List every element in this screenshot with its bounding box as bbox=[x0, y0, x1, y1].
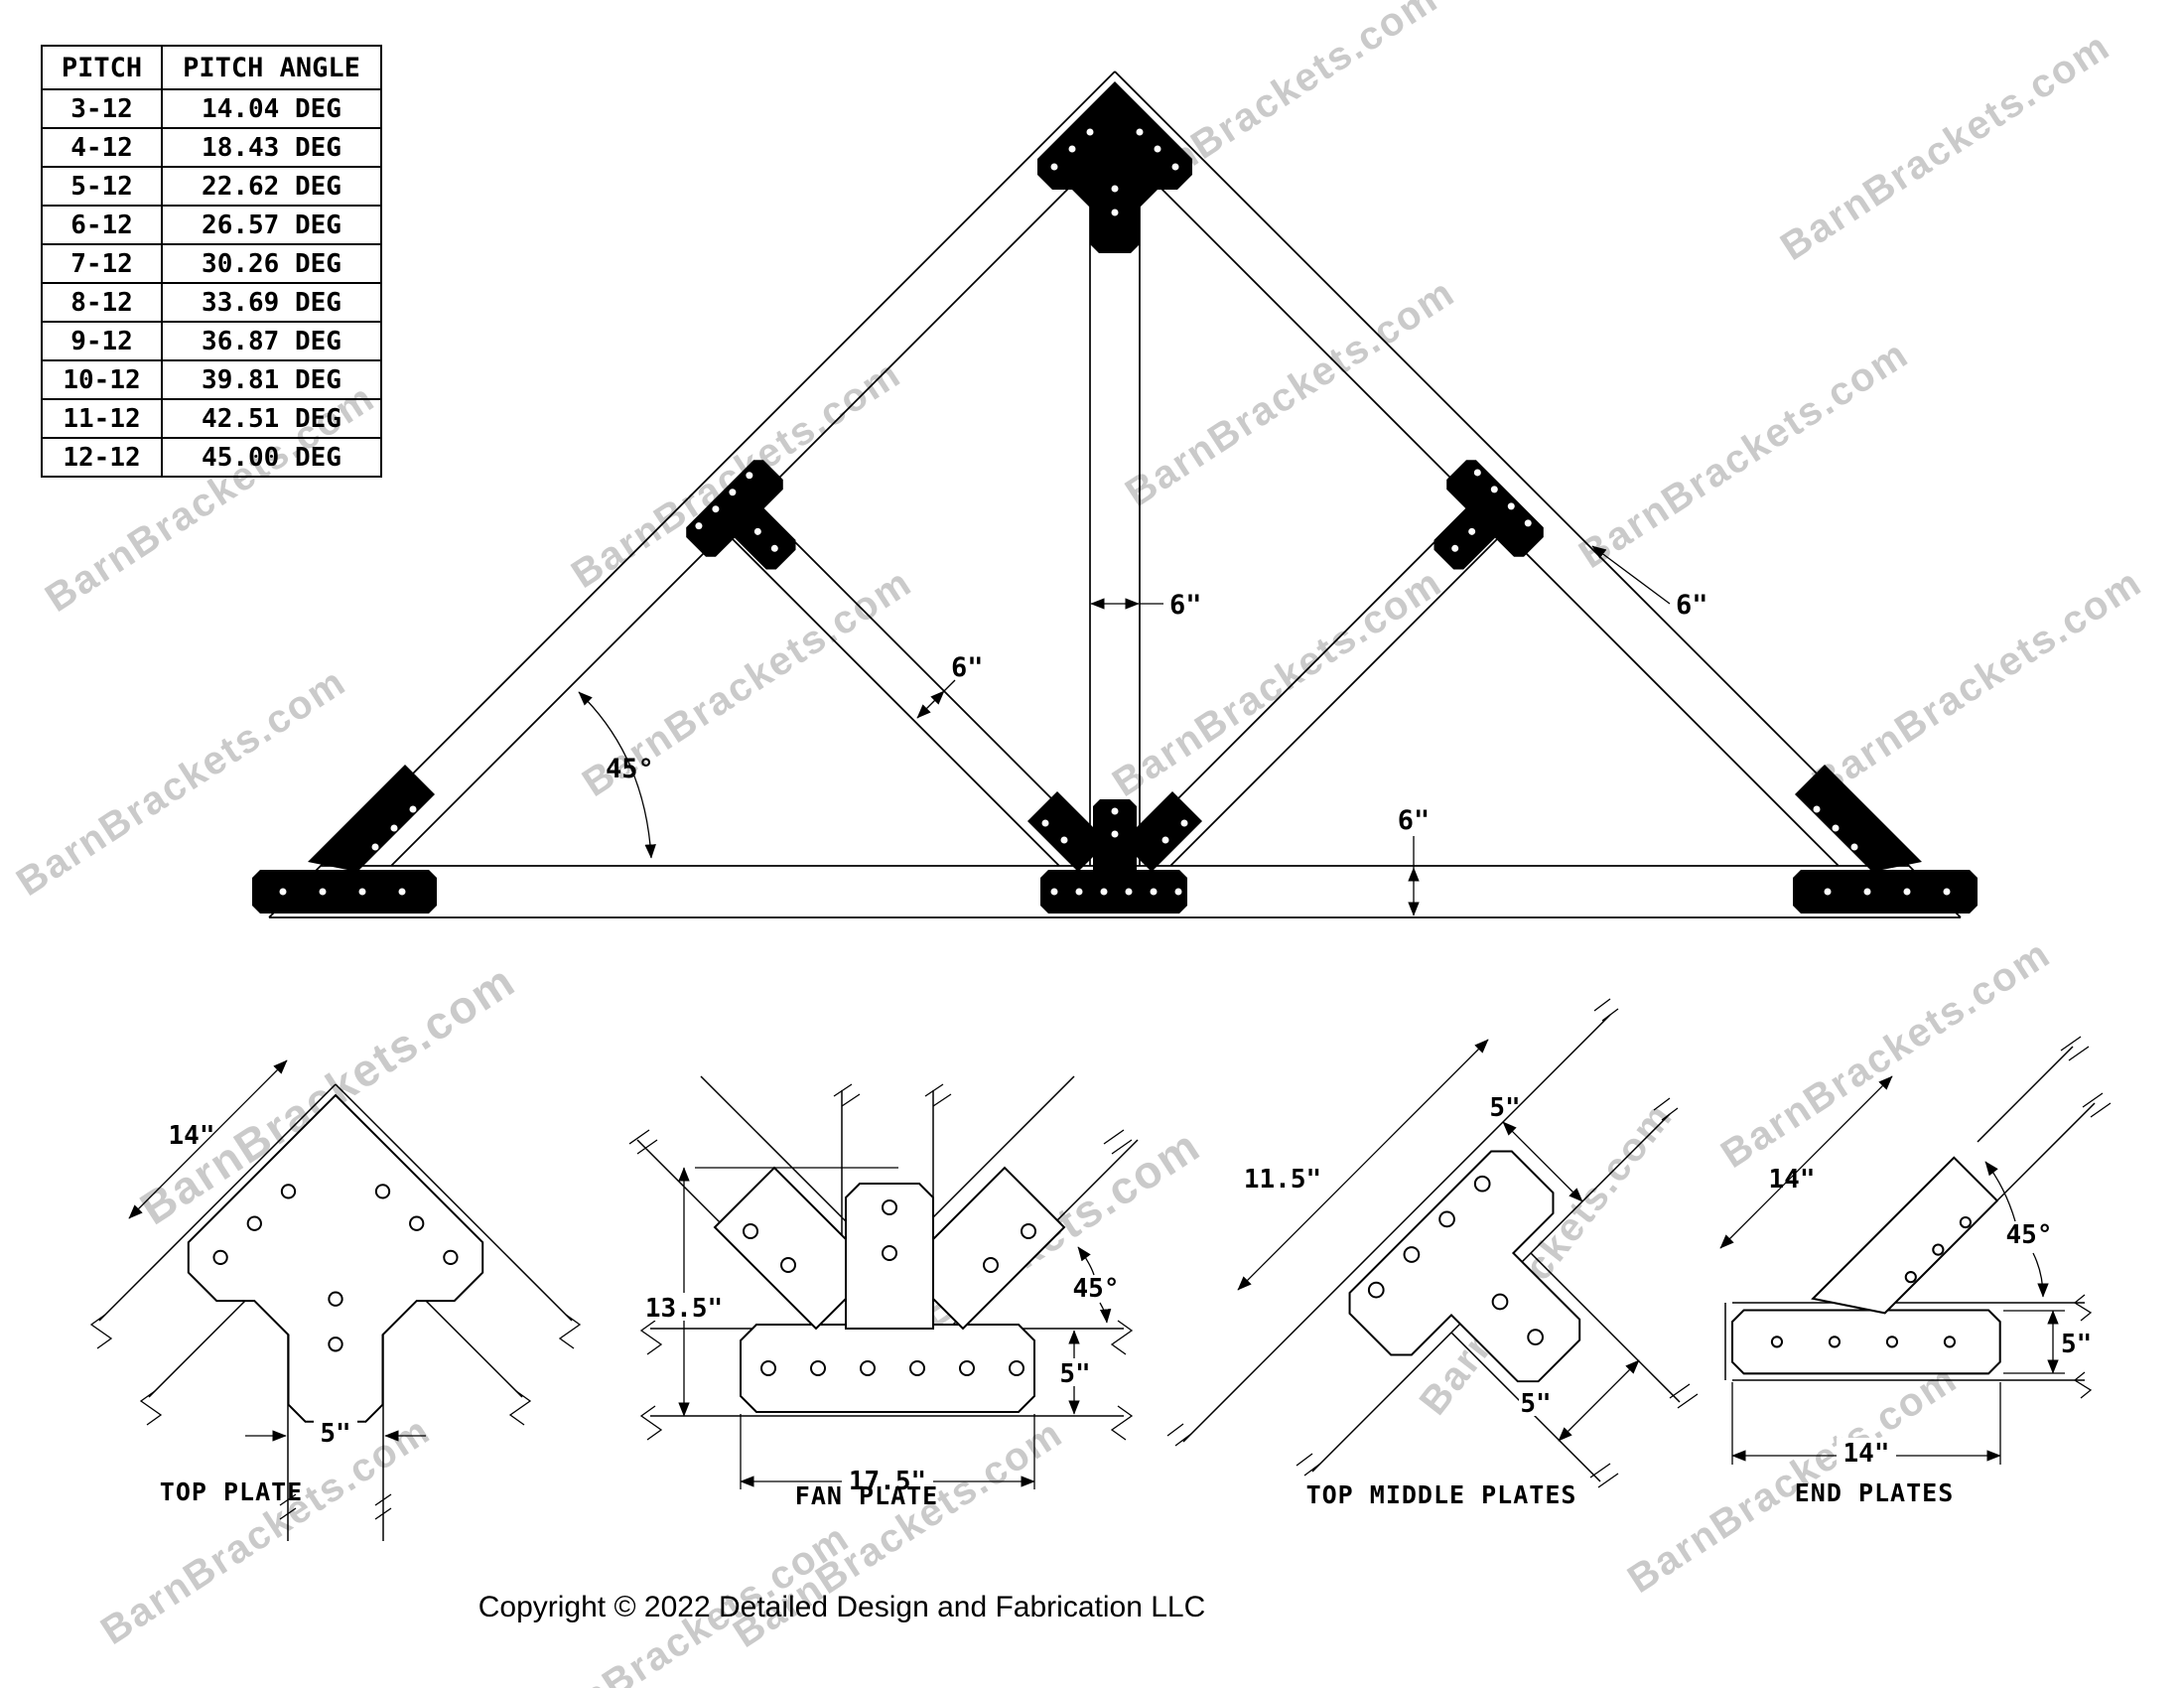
caption-top-middle: TOP MIDDLE PLATES bbox=[1305, 1480, 1577, 1509]
dim-top-middle-leg: 5" bbox=[1520, 1389, 1551, 1419]
pitch-cell: 9-12 bbox=[41, 321, 163, 361]
dim-king-post: 6" bbox=[1169, 590, 1202, 621]
pitch-cell: 4-12 bbox=[41, 127, 163, 168]
dim-end-arm: 14" bbox=[1769, 1165, 1816, 1195]
caption-top-plate: TOP PLATE bbox=[159, 1477, 304, 1506]
detail-top-plate: 14" 5" bbox=[89, 1059, 582, 1541]
dim-fan-height: 13.5" bbox=[645, 1294, 723, 1324]
bottom-fan-plate bbox=[1027, 791, 1202, 914]
dim-fan-chord: 5" bbox=[1059, 1359, 1090, 1389]
break-marks bbox=[1166, 998, 1699, 1488]
dim-top-middle-bar: 11.5" bbox=[1244, 1165, 1321, 1195]
pitch-cell: 11-12 bbox=[41, 398, 163, 439]
angle-cell: 36.87 DEG bbox=[161, 321, 382, 361]
detail-end-plates: 14" 45° 5" 14" bbox=[1719, 1036, 2112, 1469]
dim-end-angle: 45° bbox=[2006, 1220, 2053, 1250]
angle-cell: 26.57 DEG bbox=[161, 205, 382, 245]
angle-cell: 39.81 DEG bbox=[161, 359, 382, 400]
dim-end-side: 5" bbox=[2061, 1330, 2092, 1359]
top-plate-outline bbox=[187, 1094, 484, 1423]
pitch-cell: 6-12 bbox=[41, 205, 163, 245]
right-top-middle-plate bbox=[1405, 455, 1549, 599]
pitch-cell: 5-12 bbox=[41, 166, 163, 207]
pitch-cell: 7-12 bbox=[41, 243, 163, 284]
caption-fan-plate: FAN PLATE bbox=[794, 1481, 939, 1510]
pitch-cell: 10-12 bbox=[41, 359, 163, 400]
pitch-cell: 3-12 bbox=[41, 88, 163, 129]
angle-cell: 14.04 DEG bbox=[161, 88, 382, 129]
dim-fan-base: 17.5" bbox=[849, 1467, 926, 1496]
apex-plate bbox=[1037, 81, 1192, 253]
dim-bottom-chord: 6" bbox=[1398, 805, 1431, 836]
angle-cell: 33.69 DEG bbox=[161, 282, 382, 323]
truss-dimensions bbox=[578, 545, 1671, 916]
end-plates-timber bbox=[1724, 1046, 2096, 1381]
angle-cell: 30.26 DEG bbox=[161, 243, 382, 284]
dim-fan-angle: 45° bbox=[1073, 1274, 1120, 1304]
pitch-cell: 8-12 bbox=[41, 282, 163, 323]
left-end-plate bbox=[252, 765, 437, 914]
break-marks bbox=[89, 1314, 582, 1520]
pitch-angle-header: PITCH ANGLE bbox=[161, 45, 382, 90]
top-middle-dims bbox=[1237, 1039, 1640, 1442]
dim-pitch-angle: 45° bbox=[606, 754, 654, 784]
dim-end-base: 14" bbox=[1843, 1439, 1890, 1469]
pitch-header: PITCH bbox=[41, 45, 163, 90]
break-marks bbox=[628, 1083, 1134, 1441]
angle-cell: 45.00 DEG bbox=[161, 437, 382, 478]
pitch-cell: 12-12 bbox=[41, 437, 163, 478]
angle-cell: 42.51 DEG bbox=[161, 398, 382, 439]
copyright-text: Copyright © 2022 Detailed Design and Fab… bbox=[478, 1591, 1206, 1623]
detail-top-middle-plates: 11.5" 5" 5" bbox=[1166, 998, 1699, 1488]
caption-end-plates: END PLATES bbox=[1794, 1478, 1955, 1507]
dim-top-plate-edge: 14" bbox=[169, 1121, 215, 1151]
break-marks bbox=[2060, 1036, 2112, 1399]
left-top-middle-plate bbox=[681, 455, 825, 599]
top-plate-dims bbox=[128, 1059, 426, 1442]
dim-top-middle-chord: 5" bbox=[1489, 1093, 1520, 1123]
dim-web: 6" bbox=[951, 652, 984, 683]
fan-plate-outline bbox=[714, 1167, 1065, 1413]
detail-fan-plate: 13.5" 17.5" 5" 45° bbox=[628, 1075, 1139, 1496]
dim-top-chord: 6" bbox=[1676, 590, 1708, 621]
right-end-plate bbox=[1793, 765, 1978, 914]
dim-top-plate-tab: 5" bbox=[320, 1419, 350, 1449]
top-middle-plate-outline bbox=[1338, 1140, 1642, 1444]
truss-drawing: 6" 6" 6" 6" 45° bbox=[252, 70, 1978, 918]
angle-cell: 18.43 DEG bbox=[161, 127, 382, 168]
angle-cell: 22.62 DEG bbox=[161, 166, 382, 207]
